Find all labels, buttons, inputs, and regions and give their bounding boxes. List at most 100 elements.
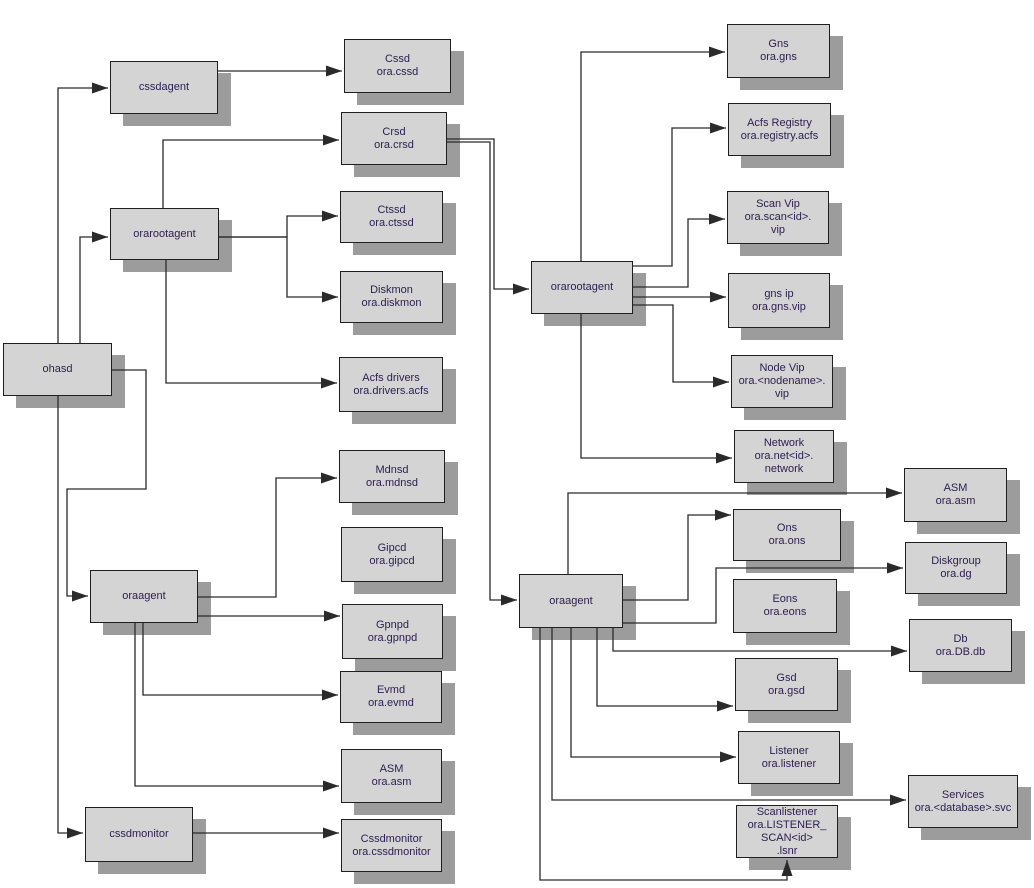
- node-label: ora.LISTENER_: [747, 818, 827, 831]
- node-label: ora.gns: [760, 51, 797, 63]
- node-label: orarootagent: [550, 281, 614, 293]
- node-label: oraagent: [122, 590, 166, 602]
- node-label: ora.<database>.svc: [914, 801, 1012, 814]
- node-label: Db: [953, 632, 968, 645]
- edge-orarootagent-r-to-node-vip: [633, 304, 729, 388]
- node-oraagent-r: oraagent: [519, 574, 623, 628]
- edge-orarootagent-r-to-network: [580, 314, 732, 464]
- node-cssdagent: cssdagent: [110, 61, 218, 114]
- edge-orarootagent-r-to-acfs-registry: [633, 122, 726, 267]
- node-label: ora.diskmon: [361, 297, 422, 309]
- node-label: gns ip: [764, 287, 794, 300]
- edge-orarootagent-l-to-crsd: [162, 134, 339, 208]
- node-label: Ons: [776, 522, 798, 534]
- edge-ohasd-to-cssdmonitor-agent: [57, 396, 83, 839]
- node-label: cssdmonitor: [109, 828, 169, 840]
- edge-oraagent-r-to-listener: [570, 628, 736, 763]
- edge-orarootagent-r-to-gns: [580, 46, 725, 261]
- node-label: ASM: [379, 763, 404, 775]
- node-label: Crsd: [382, 125, 406, 138]
- edge-ohasd-to-orarootagent-l: [79, 231, 108, 343]
- node-label: Services: [941, 788, 985, 801]
- node-label: Scanlistener: [756, 805, 818, 818]
- node-label: ohasd: [42, 363, 73, 375]
- node-label: Gsd: [776, 671, 797, 684]
- node-label: ora.gpnpd: [367, 631, 418, 644]
- node-label: Mdnsd: [375, 463, 409, 476]
- node-label: ora.scan<id>.: [744, 211, 812, 223]
- node-label: ora.<nodename>.: [738, 375, 826, 387]
- node-label: network: [764, 463, 804, 475]
- edge-oraagent-l-to-evmd: [142, 623, 338, 701]
- node-label: cssdagent: [138, 81, 190, 93]
- node-oraagent-l: oraagent: [90, 570, 198, 623]
- node-label: ora.asm: [935, 495, 976, 507]
- node-label: Eons: [772, 593, 798, 605]
- node-label: ora.drivers.acfs: [353, 384, 429, 397]
- node-label: Node Vip: [759, 362, 805, 374]
- node-label: Diskgroup: [931, 555, 981, 567]
- node-label: ora.net<id>.: [754, 450, 814, 462]
- edge-oraagent-l-to-mdnsd: [198, 472, 337, 598]
- edge-crsd-to-oraagent-r: [447, 141, 517, 606]
- edge-orarootagent-l-to-acfs-drivers: [165, 260, 337, 389]
- node-label: Scan Vip: [756, 198, 800, 210]
- node-label: ora.mdnsd: [366, 476, 418, 489]
- node-label: ora.evmd: [368, 697, 414, 709]
- node-label: ASM: [943, 482, 968, 494]
- node-label: ora.listener: [761, 757, 817, 770]
- node-label: orarootagent: [133, 227, 196, 240]
- node-label: Ctssd: [377, 204, 406, 216]
- node-label: vip: [774, 388, 790, 400]
- node-label: ora.eons: [763, 606, 807, 618]
- node-label: ora.registry.acfs: [740, 129, 819, 142]
- edge-oraagent-r-to-ons: [623, 509, 731, 601]
- node-label: .lsnr: [776, 844, 798, 857]
- node-label: ora.cssd: [376, 66, 419, 78]
- node-cssdmonitor-agent: cssdmonitor: [85, 807, 193, 862]
- node-label: Network: [763, 437, 805, 449]
- node-label: ora.asm: [371, 776, 412, 788]
- edge-orarootagent-l-to-ctssd: [219, 210, 338, 238]
- node-label: Diskmon: [370, 284, 413, 296]
- node-label: Gns: [768, 38, 789, 50]
- edge-orarootagent-r-to-scan-vip: [633, 213, 725, 288]
- node-label: ora.gsd: [768, 684, 805, 697]
- node-label: Cssdmonitor: [360, 832, 423, 845]
- node-label: Cssd: [384, 53, 411, 65]
- node-label: Listener: [769, 744, 809, 757]
- edge-crsd-to-orarootagent-r: [447, 138, 529, 295]
- edge-ohasd-to-cssdagent: [57, 82, 108, 343]
- edge-oraagent-r-to-services: [551, 628, 906, 806]
- node-label: ora.gipcd: [369, 554, 415, 567]
- node-label: ora.dg: [940, 568, 972, 580]
- node-label: vip: [770, 224, 786, 236]
- edge-oraagent-l-to-asm-l: [134, 623, 339, 792]
- node-label: Gipcd: [377, 541, 407, 554]
- node-label: oraagent: [549, 594, 593, 607]
